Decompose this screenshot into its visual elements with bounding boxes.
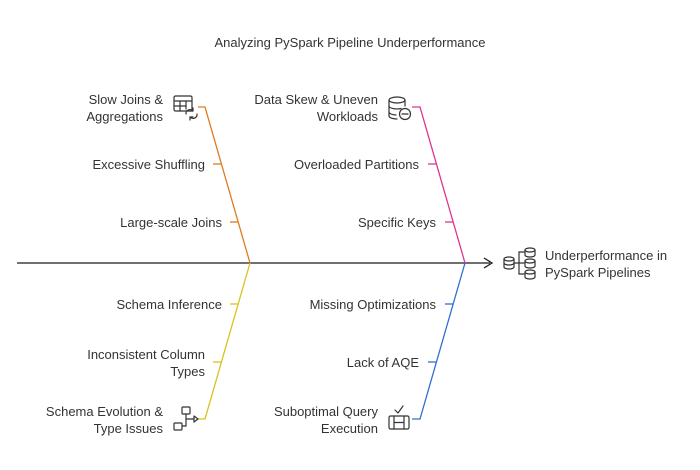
- bone-top-left: [198, 106, 251, 264]
- cause-inconsistent-line1: Inconsistent Column: [87, 347, 205, 362]
- cause-schema-inference: Schema Inference: [116, 297, 222, 312]
- spine-arrowhead: [483, 257, 494, 269]
- cause-missing-optimizations: Missing Optimizations: [309, 297, 436, 312]
- cause-inconsistent-line2: Types: [170, 364, 205, 379]
- category-data-skew-line1: Data Skew & Uneven: [254, 92, 378, 107]
- effect-label: Underperformance in PySpark Pipelines: [545, 247, 667, 281]
- table-refresh-icon: [173, 95, 198, 121]
- cause-large-scale-joins: Large-scale Joins: [120, 215, 222, 230]
- category-schema-evolution-line2: Type Issues: [93, 421, 163, 436]
- bone-bottom-right: [412, 262, 466, 420]
- effect-label-line1: Underperformance in: [545, 248, 668, 263]
- database-tree-icon: [503, 247, 536, 280]
- effect-label-line2: PySpark Pipelines: [545, 265, 651, 280]
- category-data-skew: Data Skew & Uneven Workloads: [254, 91, 378, 125]
- category-suboptimal-query-line1: Suboptimal Query: [273, 404, 378, 419]
- category-schema-evolution: Schema Evolution & Type Issues: [46, 403, 163, 437]
- bone-bottom-left: [198, 262, 251, 420]
- table-check-icon: [388, 405, 410, 430]
- flowchart-icon: [173, 406, 199, 431]
- diagram-title: Analyzing PySpark Pipeline Underperforma…: [214, 35, 486, 50]
- category-suboptimal-query-line2: Execution: [320, 421, 378, 436]
- database-minus-icon: [388, 96, 412, 121]
- category-slow-joins-line1: Slow Joins &: [88, 92, 163, 107]
- bone-top-right: [412, 106, 466, 264]
- cause-excessive-shuffling: Excessive Shuffling: [92, 157, 206, 172]
- category-schema-evolution-line1: Schema Evolution &: [45, 404, 163, 419]
- cause-specific-keys: Specific Keys: [357, 215, 436, 230]
- category-slow-joins: Slow Joins & Aggregations: [86, 91, 163, 125]
- category-suboptimal-query: Suboptimal Query Execution: [274, 403, 378, 437]
- cause-lack-of-aqe: Lack of AQE: [346, 355, 419, 370]
- cause-inconsistent-column-types: Inconsistent Column Types: [87, 346, 205, 380]
- category-slow-joins-line2: Aggregations: [86, 109, 163, 124]
- cause-overloaded-partitions: Overloaded Partitions: [293, 157, 419, 172]
- category-data-skew-line2: Workloads: [316, 109, 378, 124]
